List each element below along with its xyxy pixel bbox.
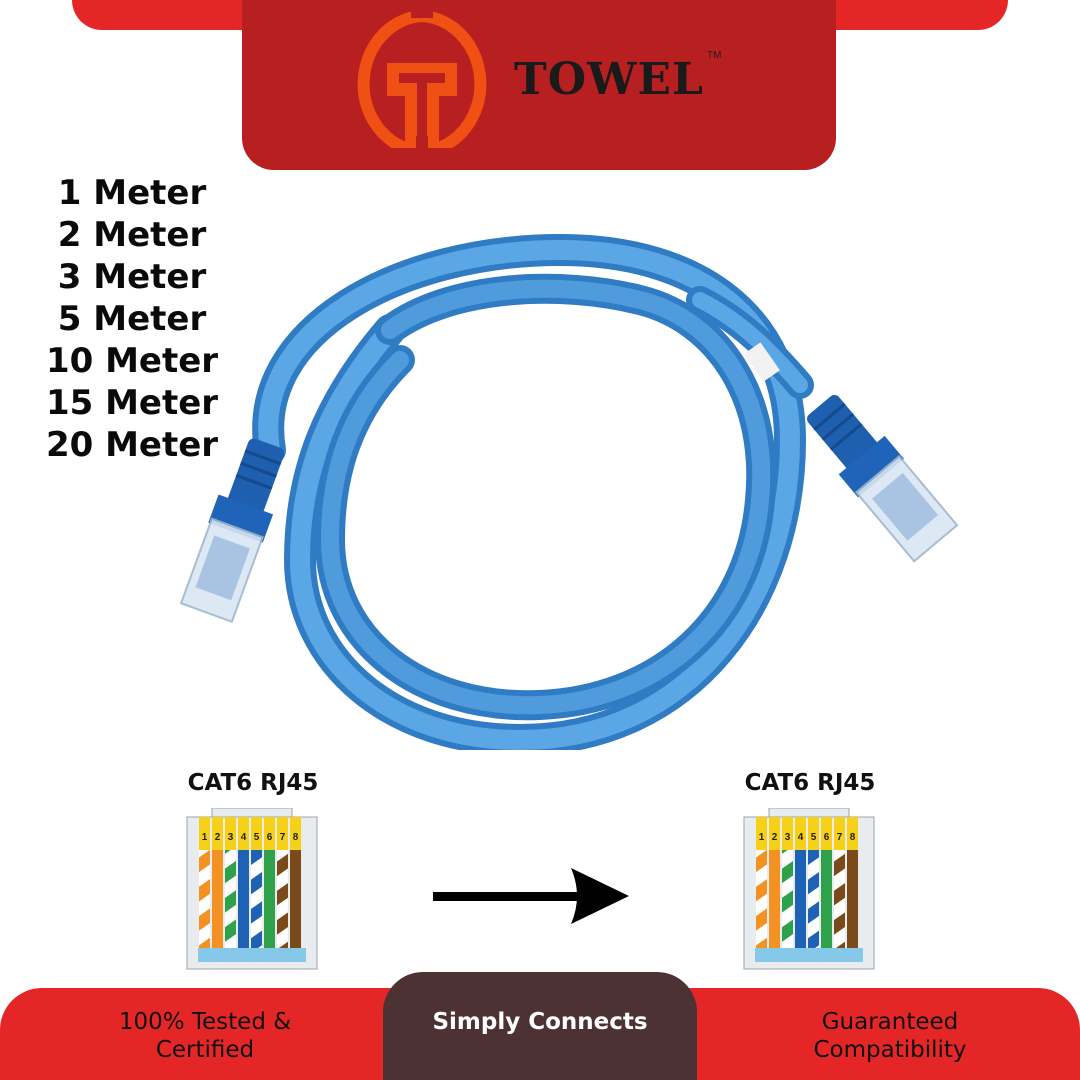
svg-text:1: 1: [759, 832, 765, 843]
logo-panel: TOWEL TM: [242, 0, 836, 170]
feature-line: Guaranteed: [821, 1009, 959, 1035]
length-option: 20 Meter: [45, 425, 219, 465]
length-options-list: 1 Meter 2 Meter 3 Meter 5 Meter 10 Meter…: [34, 172, 230, 466]
length-option: 15 Meter: [45, 383, 219, 423]
feature-line: Certified: [155, 1037, 255, 1063]
length-option: 2 Meter: [57, 215, 207, 255]
rj45-pinout-icon: 1 2 3 4 5 6 7 8: [743, 808, 875, 970]
connector-title: CAT6 RJ45: [187, 770, 319, 796]
blue-ethernet-patch-cable-icon: [179, 233, 959, 750]
connector-diagram-right: CAT6 RJ45 1 2 3 4 5 6 7 8: [725, 770, 895, 970]
svg-text:4: 4: [241, 832, 247, 843]
svg-text:6: 6: [824, 832, 830, 843]
svg-text:5: 5: [254, 832, 260, 843]
svg-text:3: 3: [228, 832, 234, 843]
length-option: 3 Meter: [57, 257, 207, 297]
feature-tested-certified: 100% Tested & Certified: [60, 1008, 350, 1064]
connector-diagram-left: CAT6 RJ45 1 2 3 4 5 6 7 8: [168, 770, 338, 970]
svg-text:2: 2: [772, 832, 778, 843]
feature-line: Compatibility: [813, 1037, 967, 1063]
feature-line: 100% Tested &: [118, 1009, 292, 1035]
feature-guaranteed-compatibility: Guaranteed Compatibility: [730, 1008, 1050, 1064]
trademark-mark: TM: [707, 50, 722, 61]
length-option: 1 Meter: [57, 173, 207, 213]
svg-text:4: 4: [798, 832, 804, 843]
svg-text:8: 8: [850, 832, 856, 843]
svg-text:6: 6: [267, 832, 273, 843]
right-arrow-icon: [433, 868, 629, 924]
length-option: 10 Meter: [45, 341, 219, 381]
rj45-pinout-icon: 1 2 3 4 5 6 7 8: [186, 808, 318, 970]
feature-simply-connects: Simply Connects: [432, 1009, 648, 1035]
svg-text:1: 1: [202, 832, 208, 843]
svg-text:8: 8: [293, 832, 299, 843]
svg-text:7: 7: [280, 832, 286, 843]
svg-text:2: 2: [215, 832, 221, 843]
svg-text:7: 7: [837, 832, 843, 843]
svg-text:3: 3: [785, 832, 791, 843]
connector-title: CAT6 RJ45: [744, 770, 876, 796]
svg-text:5: 5: [811, 832, 817, 843]
t-circle-logo-icon: [357, 8, 487, 148]
footer-center-tab: [383, 972, 697, 1080]
brand-name: TOWEL: [514, 54, 704, 105]
length-option: 5 Meter: [57, 299, 207, 339]
